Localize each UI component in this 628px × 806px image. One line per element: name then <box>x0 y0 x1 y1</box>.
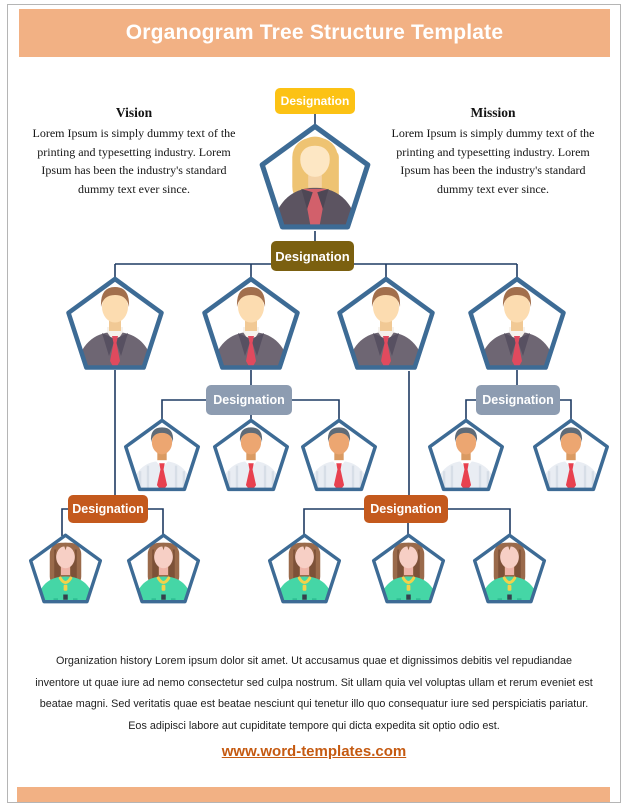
staff-woman-avatar-icon <box>126 533 201 605</box>
org-node-junior-2 <box>126 533 201 605</box>
staff-man-avatar-icon <box>300 418 378 493</box>
footer-bar <box>17 787 610 802</box>
org-node-manager-2 <box>201 276 301 372</box>
org-node-junior-1 <box>28 533 103 605</box>
staff-man-avatar-icon <box>532 418 610 493</box>
staff-woman-avatar-icon <box>28 533 103 605</box>
org-node-manager-3 <box>336 276 436 372</box>
designation-badge-level4-left[interactable]: Designation <box>68 495 148 523</box>
designation-badge-level3-right[interactable]: Designation <box>476 385 560 415</box>
designation-badge-level3-left[interactable]: Designation <box>206 385 292 415</box>
organization-history-text: Organization history Lorem ipsum dolor s… <box>35 655 593 732</box>
header-bar: Organogram Tree Structure Template <box>19 9 610 57</box>
org-node-staff-3 <box>300 418 378 493</box>
mission-heading: Mission <box>470 105 516 120</box>
vision-block: Vision Lorem Ipsum is simply dummy text … <box>24 105 244 198</box>
executive-woman-avatar-icon <box>258 123 372 232</box>
vision-heading: Vision <box>115 105 153 120</box>
designation-badge-level4-right[interactable]: Designation <box>364 495 448 523</box>
org-node-manager-4 <box>467 276 567 372</box>
org-node-junior-4 <box>371 533 446 605</box>
website-link-row: www.word-templates.com <box>0 743 628 761</box>
website-link[interactable]: www.word-templates.com <box>221 743 407 760</box>
org-node-staff-4 <box>427 418 505 493</box>
manager-man-avatar-icon <box>467 276 567 372</box>
designation-badge-level1[interactable]: Designation <box>275 88 355 114</box>
staff-woman-avatar-icon <box>472 533 547 605</box>
org-node-ceo <box>258 123 372 232</box>
staff-man-avatar-icon <box>212 418 290 493</box>
staff-man-avatar-icon <box>123 418 201 493</box>
mission-body: Lorem Ipsum is simply dummy text of the … <box>391 126 595 196</box>
manager-man-avatar-icon <box>336 276 436 372</box>
org-node-staff-2 <box>212 418 290 493</box>
org-node-staff-5 <box>532 418 610 493</box>
staff-man-avatar-icon <box>427 418 505 493</box>
staff-woman-avatar-icon <box>371 533 446 605</box>
org-node-manager-1 <box>65 276 165 372</box>
designation-badge-level2[interactable]: Designation <box>271 241 354 271</box>
vision-body: Lorem Ipsum is simply dummy text of the … <box>32 126 236 196</box>
staff-woman-avatar-icon <box>267 533 342 605</box>
page-title: Organogram Tree Structure Template <box>125 21 504 44</box>
org-node-staff-1 <box>123 418 201 493</box>
org-node-junior-5 <box>472 533 547 605</box>
manager-man-avatar-icon <box>201 276 301 372</box>
org-node-junior-3 <box>267 533 342 605</box>
manager-man-avatar-icon <box>65 276 165 372</box>
mission-block: Mission Lorem Ipsum is simply dummy text… <box>383 105 603 198</box>
